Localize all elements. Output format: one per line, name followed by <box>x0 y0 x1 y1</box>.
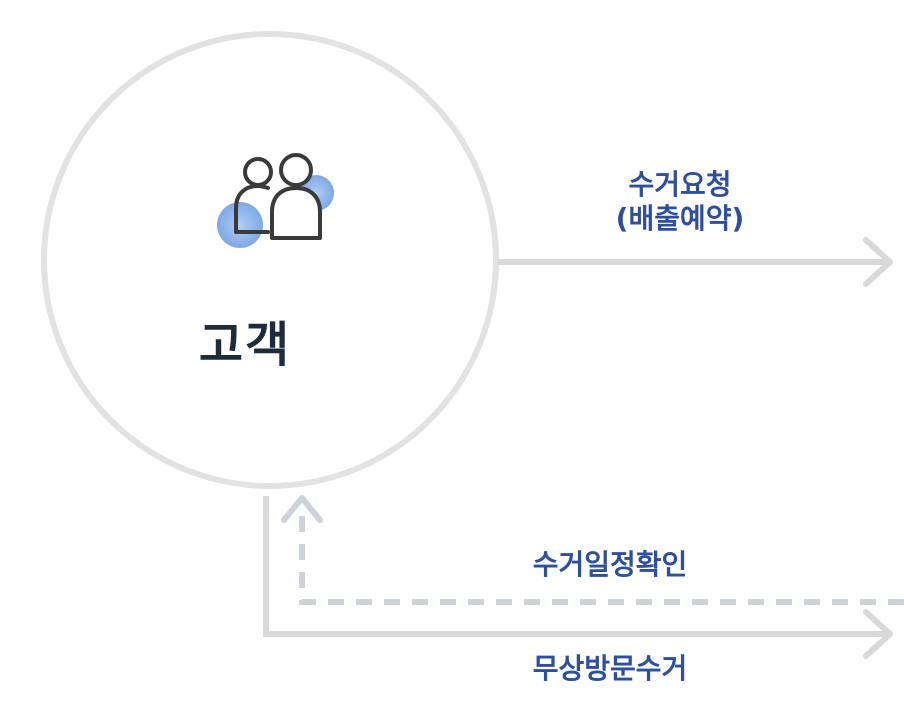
customer-label: 고객 <box>198 317 292 373</box>
customer-node-circle <box>41 31 499 489</box>
request-label: 수거요청 (배출예약) <box>560 168 800 236</box>
visit-label: 무상방문수거 <box>532 652 688 685</box>
request-arrow <box>498 237 893 287</box>
visit-arrow <box>263 496 893 659</box>
people-icon <box>217 153 334 248</box>
request-label-line1: 수거요청 <box>628 168 732 201</box>
confirm-dashed-arrow <box>281 495 904 605</box>
confirm-label: 수거일정확인 <box>532 548 688 581</box>
request-label-line2: (배출예약) <box>615 202 745 235</box>
